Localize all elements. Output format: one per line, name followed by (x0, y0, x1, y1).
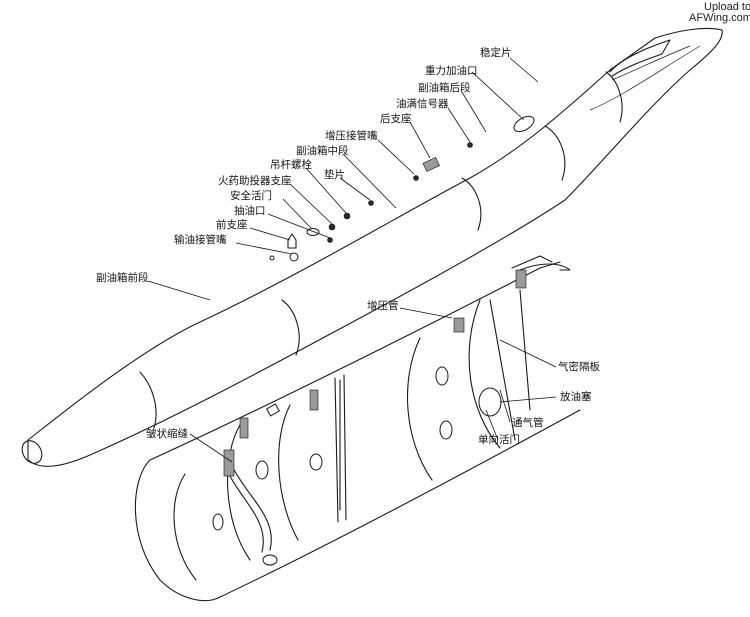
pressurization-nozzle-fitting (413, 175, 419, 181)
pressurization-pipe-shape (519, 289, 531, 411)
pyro-mount-fitting (328, 223, 336, 231)
bulkhead-hole-2 (212, 513, 224, 531)
label-tank-middle-section: 副油箱中段 (296, 144, 349, 157)
seam-middle-rear (461, 177, 482, 231)
labels: 稳定片 重力加油口 副油箱后段 油满信号器 后支座 增压接管嘴 副油箱中段 吊杆… (96, 46, 600, 446)
inner-pipe-curve-2 (231, 465, 272, 551)
nose-tip (21, 440, 43, 464)
washer-fitting (368, 200, 374, 206)
label-hanger-bolt: 吊杆螺栓 (270, 158, 312, 171)
bulkhead-2 (278, 404, 299, 541)
label-drain-plug: 放油塞 (560, 390, 592, 403)
vent-pipe-shape (489, 299, 516, 441)
leader-lines (147, 57, 557, 463)
external-tank (21, 27, 723, 467)
bulkhead-hole-4 (435, 366, 449, 386)
top-fitting-2 (309, 389, 319, 411)
cutaway-open-end (134, 459, 219, 602)
label-vent-pipe: 通气管 (512, 416, 544, 429)
watermark-line-1: Upload to (704, 1, 750, 13)
bulkhead-hole-1 (255, 460, 269, 480)
label-tank-rear-section: 副油箱后段 (418, 81, 471, 94)
bulkhead-1 (227, 424, 251, 561)
rear-support-block (422, 157, 440, 172)
seam-tail-cone (605, 71, 623, 123)
tail-cone-line (611, 45, 691, 81)
label-stabilizer-fin: 稳定片 (480, 46, 512, 59)
nose-seam (139, 371, 157, 429)
label-front-support: 前支座 (216, 218, 248, 231)
front-support-fitting (287, 233, 297, 249)
bulkhead-3-right (343, 374, 347, 521)
label-fuel-outlet: 抽油口 (234, 204, 266, 217)
bulkhead-4 (407, 337, 433, 481)
seam-rear-tail (544, 125, 566, 181)
inner-pipe-curve (225, 467, 264, 553)
label-fuel-transfer-nozzle: 输油接管嘴 (174, 233, 227, 246)
watermark-line-2: AFWing.com (689, 12, 750, 24)
top-plate (265, 403, 281, 417)
cutaway-bottom-edge (217, 409, 581, 599)
label-pressurization-nozzle: 增压接管嘴 (325, 129, 378, 142)
hanger-bolt-fitting (343, 212, 351, 220)
label-corrugated-weld: 皱状缩缝 (146, 427, 188, 440)
label-rear-support: 后支座 (380, 112, 412, 125)
cutaway-inner-rim (173, 473, 197, 581)
bulkhead-hole-3 (309, 453, 323, 471)
label-tank-front-section: 副油箱前段 (96, 271, 149, 284)
cutaway-top-edge (149, 261, 561, 461)
drain-plug-shape (478, 387, 502, 417)
fuel-transfer-nozzle-fitting (289, 252, 299, 262)
top-fitting-4 (515, 269, 527, 289)
tail-cap-top (519, 263, 571, 271)
label-safety-valve: 安全活门 (230, 189, 272, 202)
seam-front-middle (281, 299, 300, 356)
cutaway-tank (134, 255, 581, 602)
tail-cone-line-2 (589, 45, 701, 111)
label-airtight-bulkhead: 气密隔板 (558, 360, 600, 373)
small-fitting (269, 255, 275, 261)
fuel-full-signaler-fitting (467, 142, 473, 148)
gravity-filler-cap (513, 115, 535, 133)
bulkhead-3-left (334, 377, 339, 523)
top-fitting-3 (453, 317, 465, 333)
tail-bracket (511, 255, 553, 269)
label-pyro-pusher-mount: 火药助投器支座 (218, 174, 292, 187)
label-fuel-full-signaler: 油满信号器 (396, 97, 449, 110)
label-pressurization-pipe: 增压管 (367, 299, 399, 312)
corrugated-fitting (223, 449, 235, 477)
label-washer: 垫片 (324, 168, 345, 181)
label-gravity-filler: 重力加油口 (425, 64, 478, 77)
label-check-valve: 单向活门 (478, 433, 520, 446)
stabilizer-fin-shape (609, 39, 671, 77)
top-fitting-1 (239, 417, 249, 439)
airtight-bulkhead-shape (468, 299, 501, 449)
bulkhead-hole-5 (439, 420, 453, 440)
tank-outline (27, 27, 723, 467)
fuel-outlet-fitting (327, 237, 333, 243)
drain-hole (262, 554, 278, 566)
